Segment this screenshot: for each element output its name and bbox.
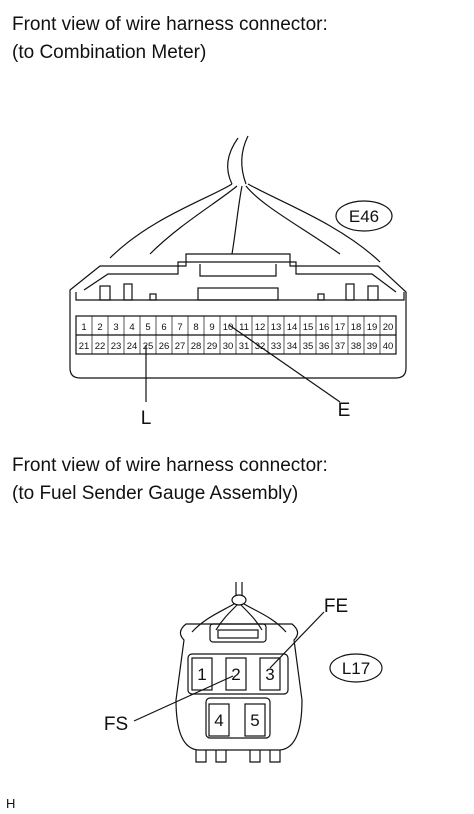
e46-pin-label: 13 <box>271 322 282 333</box>
l17-pin-label: 2 <box>231 665 240 684</box>
l17-callout-fs-label: FS <box>104 714 128 735</box>
l17-callout-fe-leader <box>269 611 325 669</box>
l17-pin-label: 3 <box>265 665 274 684</box>
e46-pin-label: 8 <box>193 322 198 333</box>
e46-pin-label: 30 <box>223 341 234 352</box>
e46-pin-label: 23 <box>111 341 122 352</box>
e46-pin-label: 39 <box>367 341 378 352</box>
caption-sender-line1: Front view of wire harness connector: <box>12 455 328 476</box>
e46-pin-label: 12 <box>255 322 266 333</box>
e46-pin-label: 15 <box>303 322 314 333</box>
e46-pin-label: 36 <box>319 341 330 352</box>
e46-pin-label: 29 <box>207 341 218 352</box>
e46-pin-label: 31 <box>239 341 250 352</box>
e46-pin-label: 27 <box>175 341 186 352</box>
e46-pin-label: 34 <box>287 341 298 352</box>
e46-callout-e-leader <box>228 324 341 403</box>
l17-connector-body <box>175 623 303 763</box>
l17-callout-fs-leader <box>133 675 234 722</box>
e46-pin-label: 26 <box>159 341 170 352</box>
l17-connector-code: L17 <box>342 659 370 678</box>
e46-pin-label: 38 <box>351 341 362 352</box>
l17-callout-fe-label: FE <box>324 596 348 617</box>
e46-pin-label: 3 <box>113 322 118 333</box>
e46-connector-code: E46 <box>349 207 379 226</box>
e46-pin-label: 11 <box>239 322 249 333</box>
e46-pin-label: 33 <box>271 341 282 352</box>
e46-pin-label: 18 <box>351 322 362 333</box>
l17-pin-label: 1 <box>197 665 206 684</box>
e46-callout-l-label: L <box>141 408 152 429</box>
caption-meter-line2: (to Combination Meter) <box>12 42 207 63</box>
e46-pin-label: 17 <box>335 322 346 333</box>
l17-pin-label: 4 <box>214 711 223 730</box>
e46-pin-label: 28 <box>191 341 202 352</box>
e46-pin-label: 7 <box>177 322 182 333</box>
e46-code-badge <box>335 200 393 232</box>
e46-pin-label: 9 <box>209 322 214 333</box>
caption-meter-line1: Front view of wire harness connector: <box>12 14 328 35</box>
e46-pin-label: 21 <box>79 341 90 352</box>
footer-code: H <box>6 796 15 811</box>
e46-pin-label: 25 <box>143 341 154 352</box>
e46-pin-label: 4 <box>129 322 134 333</box>
e46-pin-label: 5 <box>145 322 150 333</box>
l17-code-badge <box>329 653 383 683</box>
e46-pin-label: 19 <box>367 322 378 333</box>
e46-pin-label: 6 <box>161 322 166 333</box>
caption-sender-line2: (to Fuel Sender Gauge Assembly) <box>12 483 299 504</box>
e46-pin-label: 22 <box>95 341 106 352</box>
e46-connector-body <box>69 253 407 379</box>
e46-pin-label: 2 <box>97 322 102 333</box>
e46-wire-harness <box>109 135 381 263</box>
e46-pin-label: 35 <box>303 341 314 352</box>
l17-pin-label: 5 <box>250 711 259 730</box>
e46-pin-label: 20 <box>383 322 394 333</box>
e46-pin-label: 37 <box>335 341 346 352</box>
l17-wire-harness <box>191 582 287 633</box>
e46-callout-e-label: E <box>338 400 351 421</box>
e46-pin-label: 16 <box>319 322 330 333</box>
e46-pin-label: 24 <box>127 341 138 352</box>
e46-pin-label: 14 <box>287 322 298 333</box>
e46-pin-label: 10 <box>223 322 234 333</box>
e46-pin-label: 1 <box>81 322 86 333</box>
e46-pin-label: 40 <box>383 341 394 352</box>
